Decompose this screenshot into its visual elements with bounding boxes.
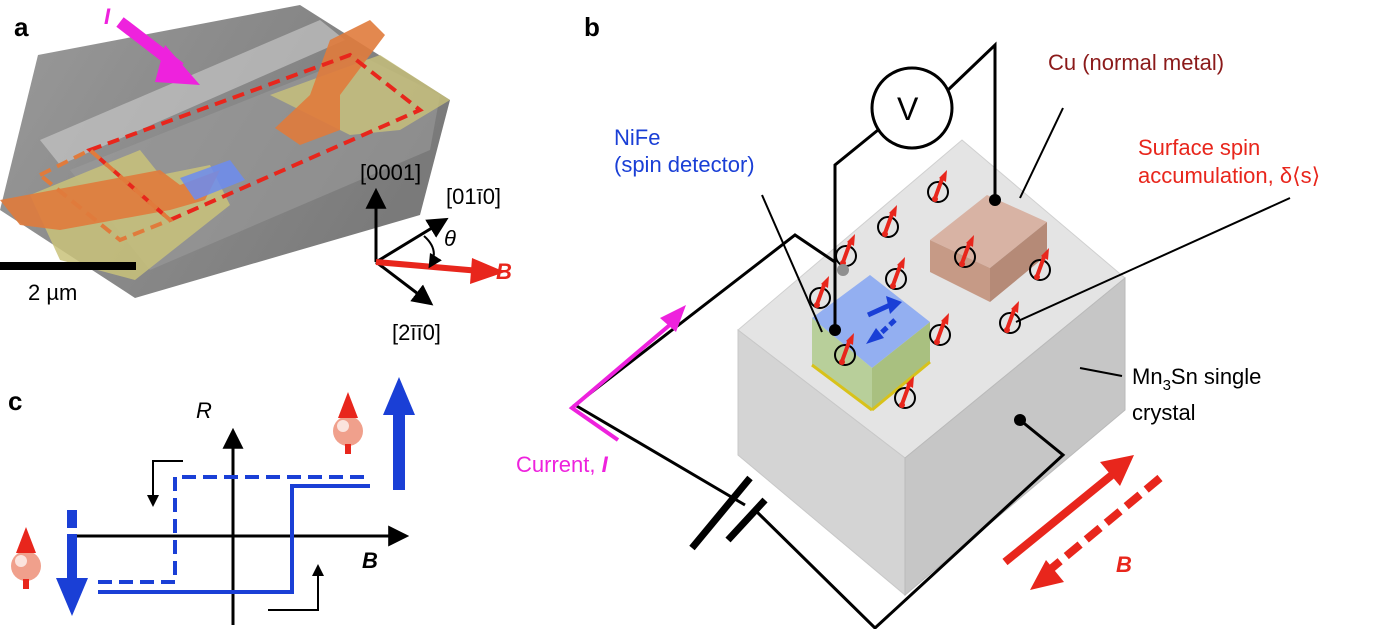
surface-spin-label-2: accumulation, δ⟨s⟩ bbox=[1138, 163, 1320, 188]
current-circuit bbox=[572, 233, 1066, 629]
panel-a: a I 2 µm bbox=[0, 4, 512, 345]
mn3sn-crystal bbox=[737, 139, 1126, 597]
axis-0001-label: [0001] bbox=[360, 160, 421, 185]
sweep-down-arrow bbox=[152, 460, 183, 505]
voltmeter bbox=[870, 66, 954, 150]
axis-01-10-label: [01ī0] bbox=[446, 184, 501, 209]
current-symbol-a: I bbox=[104, 4, 111, 29]
c-y-label: R bbox=[196, 398, 212, 423]
panel-a-letter: a bbox=[14, 12, 29, 42]
theta-label: θ bbox=[444, 226, 456, 251]
battery-plate-long bbox=[689, 475, 753, 551]
battery-plate-short bbox=[725, 497, 768, 543]
blue-arrow-up bbox=[383, 377, 415, 490]
surface-leader bbox=[1015, 197, 1291, 323]
cu-leader bbox=[1019, 107, 1064, 199]
field-label-a: B bbox=[496, 259, 512, 284]
panel-b: b bbox=[516, 12, 1320, 629]
axis-2-1-10-label: [2īī0] bbox=[392, 320, 441, 345]
nife-label-1: NiFe bbox=[614, 125, 660, 150]
current-label-b: Current, I bbox=[516, 452, 609, 477]
field-label-b: B bbox=[1116, 552, 1132, 577]
nife-leader bbox=[761, 194, 823, 333]
crystal-axes bbox=[365, 187, 505, 306]
sem-image bbox=[0, 5, 450, 298]
crystal-leader bbox=[1079, 367, 1123, 377]
crystal-label-2: crystal bbox=[1132, 400, 1196, 425]
spin-ball-down bbox=[11, 527, 41, 589]
current-arrow-b bbox=[568, 305, 686, 442]
crystal-label-1: Mn3Sn single bbox=[1132, 364, 1261, 394]
dashed-loop bbox=[98, 475, 370, 584]
scale-bar bbox=[0, 262, 136, 270]
sweep-up-arrow bbox=[268, 568, 319, 611]
panel-c-letter: c bbox=[8, 386, 22, 416]
nife-label-2: (spin detector) bbox=[614, 152, 755, 177]
field-arrows-b bbox=[1002, 455, 1163, 590]
blue-arrow-down bbox=[56, 510, 88, 616]
surface-spin-label-1: Surface spin bbox=[1138, 135, 1260, 160]
c-x-label: B bbox=[362, 548, 378, 573]
voltmeter-circuit bbox=[829, 41, 1001, 336]
voltmeter-label: V bbox=[897, 91, 919, 127]
panel-b-letter: b bbox=[584, 12, 600, 42]
spin-ball-up bbox=[333, 392, 363, 454]
scale-bar-label: 2 µm bbox=[28, 280, 77, 305]
panel-c: c R B bbox=[8, 377, 415, 625]
cu-label: Cu (normal metal) bbox=[1048, 50, 1224, 75]
current-arrow-a bbox=[116, 17, 200, 85]
solid-loop bbox=[98, 484, 370, 594]
